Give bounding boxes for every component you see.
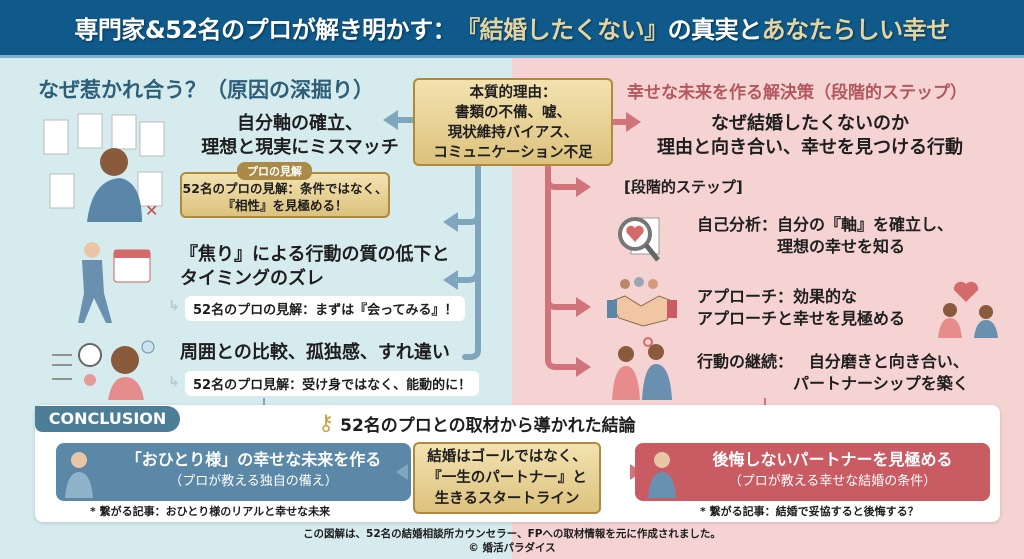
step-continuation: 行動の継続：自分磨きと向き合い、 パートナーシップを築く xyxy=(697,351,969,395)
core-reason-box: 本質的理由： 書類の不備、嘘、 現状維持バイアス、 コミュニケーション不足 xyxy=(413,78,613,166)
partner-choice-box: 後悔しないパートナーを見極める （プロが教える幸せな結婚の条件） xyxy=(635,443,990,501)
single-future-sub: （プロが教える独自の備え） xyxy=(169,474,338,489)
sub-arrow-icon: ↳ xyxy=(168,298,180,314)
step-body: 自分磨きと向き合い、 パートナーシップを築く xyxy=(793,352,969,393)
cause-3-title: 周囲との比較、孤独感、すれ違い xyxy=(180,342,450,363)
right-heading: 幸せな未来を作る解決策（段階的ステップ） xyxy=(627,83,967,103)
lonely-woman-clock-illustration xyxy=(52,340,155,400)
partner-choice-title: 後悔しないパートナーを見極める xyxy=(712,450,953,469)
walking-man-calendar-illustration xyxy=(78,242,151,323)
conclusion-tag: CONCLUSION xyxy=(35,406,180,432)
handshake-icon xyxy=(607,277,677,327)
cause-1-title: 自分軸の確立、 理想と現実にミスマッチ xyxy=(201,113,399,158)
key-icon: ⚷ xyxy=(318,411,335,436)
title-highlight: 『結婚したくない』 xyxy=(456,16,668,44)
left-heading: なぜ惹かれ合う？（原因の深掘り） xyxy=(38,78,374,102)
sub-arrow-icon: ↳ xyxy=(168,374,180,390)
single-future-box: 「おひとり様」の幸せな未来を作る （プロが教える独自の備え） xyxy=(56,443,411,501)
related-article-link-left[interactable]: * 繋がる記事：おひとり様のリアルと幸せな未来 xyxy=(90,505,331,518)
svg-text:✕: ✕ xyxy=(145,201,158,220)
title-part: の真実と xyxy=(667,16,763,44)
title-highlight: あなたらしい幸せ xyxy=(761,16,951,44)
solution-subtitle: なぜ結婚したくないのか 理由と向き合い、幸せを見つける行動 xyxy=(657,113,963,158)
couple-holding-hands-illustration xyxy=(612,337,672,400)
page-title: 専門家&52名のプロが解き明かす：『結婚したくない』の真実とあなたらしい幸せ xyxy=(0,0,1024,58)
conclusion-heading: ⚷ 52名のプロとの取材から導かれた結論 xyxy=(318,411,636,436)
step-head: 行動の継続： xyxy=(697,352,794,371)
traveler-woman-icon xyxy=(62,448,96,498)
man-in-suit-icon xyxy=(645,448,679,498)
cause-2-title: 『焦り』による行動の質の低下と タイミングのズレ xyxy=(180,244,450,289)
partner-choice-sub: （プロが教える幸せな結婚の条件） xyxy=(728,474,937,489)
pro-view-badge: プロの見解 xyxy=(237,162,312,180)
magnifier-heart-icon xyxy=(618,217,660,262)
step-body: 自分の『軸』を確立し、 理想の幸せを知る xyxy=(777,215,954,256)
profile-cards-illustration: ✕ xyxy=(43,113,165,222)
footer-source-note: この図解は、52名の結婚相談所カウンセラー、FPへの取材情報を元に作成されました… xyxy=(303,528,721,540)
conclusion-core-box: 結婚はゴールではなく、 『一生のパートナー』と 生きるスタートライン xyxy=(413,442,601,514)
footer-copyright: © 婚活パラダイス xyxy=(468,542,556,554)
related-article-link-right[interactable]: * 繋がる記事：結婚で妥協すると後悔する？ xyxy=(700,505,919,518)
step-head: アプローチ： xyxy=(697,287,794,306)
cause-3-pro-view: 52名のプロ見解：受け身ではなく、能動的に！ xyxy=(185,371,480,396)
couple-heart-key-illustration xyxy=(938,281,998,338)
step-head: 自己分析： xyxy=(697,215,778,234)
single-future-title: 「おひとり様」の幸せな未来を作る xyxy=(125,450,382,469)
conclusion-heading-text: 52名のプロとの取材から導かれた結論 xyxy=(340,416,636,436)
step-self-analysis: 自己分析：自分の『軸』を確立し、 理想の幸せを知る xyxy=(697,214,953,258)
step-body: 効果的な アプローチと幸せを見極める xyxy=(697,287,906,328)
steps-label: [段階的ステップ] xyxy=(624,178,743,196)
step-approach: アプローチ：効果的な アプローチと幸せを見極める xyxy=(697,286,929,330)
footer: この図解は、52名の結婚相談所カウンセラー、FPへの取材情報を元に作成されました… xyxy=(0,527,1024,555)
title-part: 専門家&52名のプロが解き明かす： xyxy=(74,16,457,44)
cause-2-pro-view: 52名のプロの見解：まずは『会ってみる』！ xyxy=(185,296,466,321)
